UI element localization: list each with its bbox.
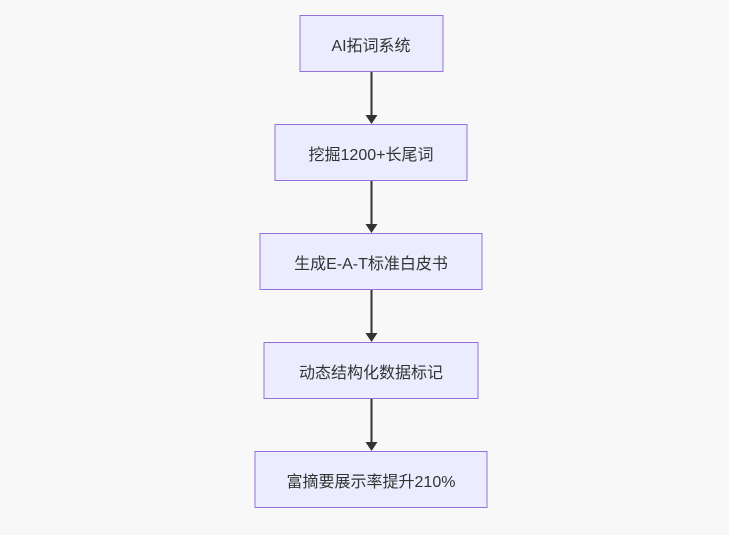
arrow-down-icon [365,115,377,124]
flow-connector [364,290,378,342]
flowchart-node-structured-data-markup: 动态结构化数据标记 [263,342,479,399]
flowchart: AI拓词系统 挖掘1200+长尾词 生成E-A-T标准白皮书 动态结构化数据标记… [254,15,488,508]
flowchart-node-eat-whitepaper: 生成E-A-T标准白皮书 [259,233,483,290]
node-label: AI拓词系统 [331,37,411,55]
edge-line [370,399,372,443]
edge-line [370,290,372,334]
flow-connector [364,399,378,451]
flow-connector [364,181,378,233]
node-label: 生成E-A-T标准白皮书 [294,255,448,273]
node-label: 动态结构化数据标记 [298,364,443,382]
edge-line [370,181,372,225]
flowchart-node-ai-keyword-system: AI拓词系统 [299,15,443,72]
flowchart-node-longtail-mining: 挖掘1200+长尾词 [274,124,468,181]
arrow-down-icon [365,224,377,233]
node-label: 挖掘1200+长尾词 [308,146,434,164]
edge-line [370,72,372,116]
arrow-down-icon [365,442,377,451]
arrow-down-icon [365,333,377,342]
flowchart-node-rich-snippet-rate: 富摘要展示率提升210% [254,451,488,508]
node-label: 富摘要展示率提升210% [286,473,456,491]
flow-connector [364,72,378,124]
